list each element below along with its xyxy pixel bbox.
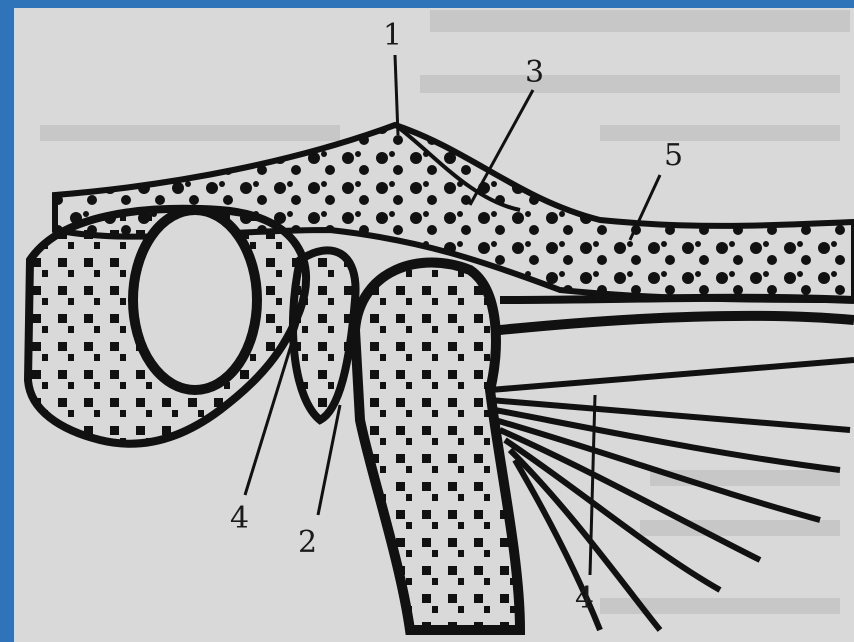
left-bone-mass xyxy=(28,209,306,444)
middle-vessel xyxy=(293,250,356,420)
label-1-top: 1 xyxy=(383,18,402,53)
label-5: 5 xyxy=(664,138,683,173)
label-4-bottom: 4 xyxy=(575,581,594,616)
label-4-left: 4 xyxy=(230,501,249,536)
label-2: 2 xyxy=(298,525,317,560)
label-3: 3 xyxy=(525,55,544,90)
fibre-bundle xyxy=(490,298,854,630)
central-process xyxy=(355,263,520,631)
